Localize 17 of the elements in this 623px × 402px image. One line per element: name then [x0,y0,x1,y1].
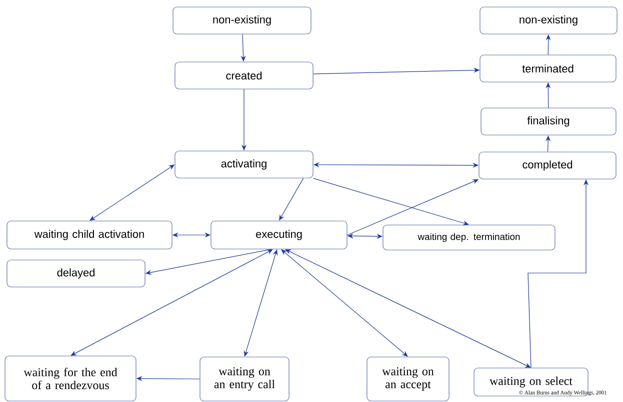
state-box: waiting on an accept [366,356,450,402]
state-box: waiting on an entry call [200,356,290,402]
arrow [70,249,273,356]
state-box: completed [478,152,616,180]
state-box: non-existing [480,6,618,34]
state-box: waiting dep. termination [382,224,556,250]
state-box: waiting child activation [6,220,172,250]
state-box: non-existing [172,6,312,34]
state-box: terminated [480,54,616,82]
state-box: waiting for the end of a rendezvous [4,356,136,402]
arrow [313,178,469,226]
state-box: created [174,62,314,90]
state-box: delayed [6,260,146,288]
state-box: executing [210,220,348,250]
arrow [285,249,531,368]
state-box: finalising [480,108,616,136]
state-box: activating [174,150,314,178]
